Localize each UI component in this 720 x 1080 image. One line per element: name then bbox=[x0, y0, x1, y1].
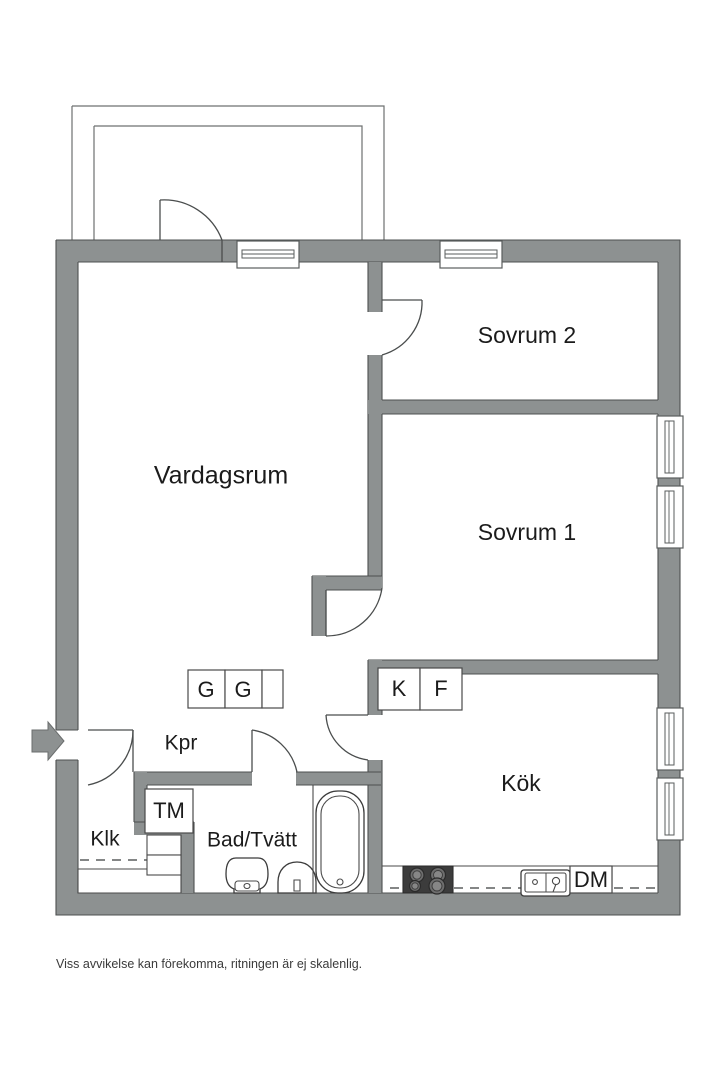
window-top-left bbox=[236, 240, 300, 269]
room-label-sovrum1: Sovrum 1 bbox=[478, 519, 576, 545]
bedroom-2-door bbox=[381, 299, 423, 356]
doors-group bbox=[87, 199, 423, 786]
kitchen-door bbox=[325, 714, 369, 761]
balcony-outline bbox=[71, 105, 385, 245]
room-label-kpr: Kpr bbox=[165, 732, 198, 755]
dishwasher-unit: DM bbox=[569, 865, 613, 894]
window-right-4 bbox=[656, 777, 684, 841]
room-label-klk: Klk bbox=[90, 828, 120, 851]
freezer-f-label: F bbox=[434, 676, 447, 701]
room-label-bad-tvatt: Bad/Tvätt bbox=[207, 829, 297, 852]
balcony-door bbox=[159, 199, 223, 262]
bathroom-fixtures bbox=[225, 785, 365, 894]
bathtub-fixture bbox=[315, 790, 365, 894]
window-right-3 bbox=[656, 707, 684, 771]
room-labels: Vardagsrum Sovrum 2 Sovrum 1 Kök Kpr Klk… bbox=[90, 322, 576, 851]
plan-caption: Viss avvikelse kan förekomma, ritningen … bbox=[56, 957, 362, 971]
window-right-1 bbox=[656, 415, 684, 479]
washbasin-fixture bbox=[277, 861, 317, 894]
washer-tm-label: TM bbox=[153, 798, 185, 823]
room-label-sovrum2: Sovrum 2 bbox=[478, 322, 576, 348]
walk-in-closet-door bbox=[87, 729, 134, 786]
bathroom-door bbox=[251, 729, 298, 773]
room-label-kok: Kök bbox=[501, 770, 541, 796]
walk-in-closet-interior bbox=[77, 834, 182, 894]
kitchen-sink-fixture bbox=[520, 869, 571, 897]
room-label-vardagsrum: Vardagsrum bbox=[154, 462, 288, 490]
toilet-fixture bbox=[225, 857, 269, 894]
windows-group bbox=[236, 240, 684, 841]
fridge-freezer-unit: K F bbox=[377, 667, 463, 711]
bedroom-1-door bbox=[325, 587, 383, 637]
wardrobe-g1-label: G bbox=[197, 677, 214, 702]
entrance-arrow bbox=[31, 720, 65, 762]
kitchen-counter: DM bbox=[382, 865, 658, 897]
fridge-k-label: K bbox=[392, 676, 407, 701]
stove-fixture bbox=[402, 865, 454, 895]
window-right-2 bbox=[656, 485, 684, 549]
wardrobe-g2-label: G bbox=[234, 677, 251, 702]
washing-machine-unit: TM bbox=[144, 788, 194, 834]
wardrobe-unit: G G bbox=[187, 669, 284, 709]
dishwasher-dm-label: DM bbox=[574, 867, 608, 892]
window-top-right bbox=[439, 240, 503, 269]
